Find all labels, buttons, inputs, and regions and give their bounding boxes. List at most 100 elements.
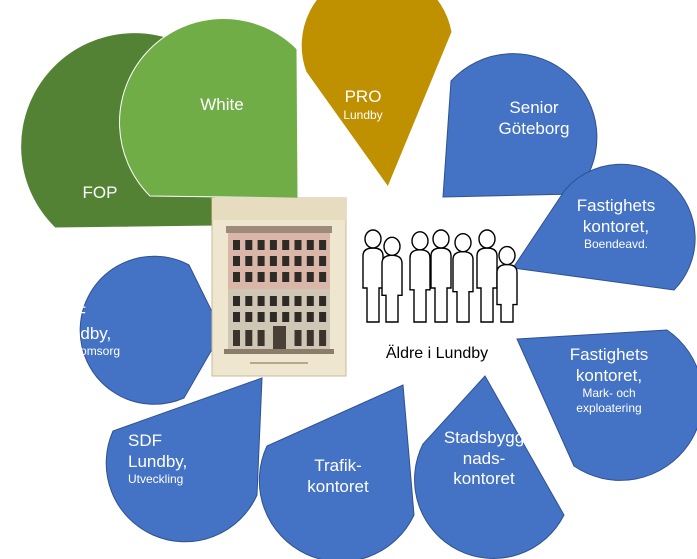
facade-window bbox=[319, 272, 327, 282]
facade-window bbox=[306, 272, 314, 282]
facade-ground-window bbox=[233, 330, 240, 346]
fast-boende-line2: kontoret, bbox=[582, 216, 650, 236]
trafik-line2: kontoret bbox=[307, 476, 369, 496]
facade-window bbox=[282, 240, 290, 250]
facade-window bbox=[233, 256, 240, 266]
petal-trafik bbox=[258, 384, 415, 559]
facade-window bbox=[282, 312, 290, 322]
facade-window bbox=[245, 240, 253, 250]
fop-line1: FOP bbox=[82, 183, 118, 202]
facade-window bbox=[245, 272, 253, 282]
facade-window bbox=[269, 240, 277, 250]
facade-window bbox=[319, 312, 327, 322]
label-fast-mark: Fastighets kontoret, Mark- och exploater… bbox=[556, 345, 662, 416]
facade-window bbox=[269, 272, 277, 282]
fast-mark-line2: kontoret, bbox=[575, 365, 643, 385]
sdf-utv-line2: Lundby, bbox=[128, 451, 188, 471]
stadsbygg-line2: nads- bbox=[462, 448, 506, 468]
pro-line1: PRO bbox=[344, 87, 382, 106]
fast-mark-line1: Fastighets bbox=[569, 345, 649, 364]
person-head bbox=[478, 229, 496, 249]
person-head bbox=[454, 232, 472, 253]
person-body bbox=[496, 263, 518, 323]
person-head bbox=[432, 229, 450, 249]
facade-window bbox=[269, 256, 277, 266]
facade-window bbox=[282, 296, 290, 306]
facade-window bbox=[306, 256, 314, 266]
facade-window bbox=[294, 296, 302, 306]
label-fop: FOP bbox=[54, 183, 146, 204]
facade-entrance bbox=[273, 326, 286, 349]
facade-base bbox=[224, 349, 334, 354]
label-stadsbygg: Stadsbygg nads- kontoret bbox=[437, 428, 531, 490]
facade-window bbox=[257, 296, 265, 306]
facade-ground-window bbox=[306, 330, 314, 346]
center-label: Äldre i Lundby bbox=[385, 345, 489, 362]
facade-window bbox=[233, 272, 240, 282]
facade-window bbox=[306, 240, 314, 250]
trafik-line1: Trafik- bbox=[314, 456, 362, 475]
petal-senior bbox=[442, 53, 598, 198]
drawing-caption-line bbox=[250, 362, 308, 364]
person-body bbox=[430, 247, 452, 323]
sdf-aldre-line2: Lundby, bbox=[52, 323, 112, 343]
facade-windows bbox=[233, 240, 327, 346]
facade-window bbox=[294, 272, 302, 282]
person-head bbox=[383, 236, 401, 257]
petal-pro bbox=[300, 0, 453, 189]
petal-white bbox=[119, 18, 299, 199]
label-sdf-aldre: SDF Lundby, Äldreomsorg bbox=[52, 303, 152, 359]
facade-window bbox=[319, 256, 327, 266]
facade-window bbox=[282, 256, 290, 266]
petal-fast-boende bbox=[512, 163, 696, 291]
facade-window bbox=[269, 296, 277, 306]
petal-sdf-utv bbox=[105, 377, 263, 543]
person-body bbox=[381, 254, 403, 323]
facade-window bbox=[257, 312, 265, 322]
fast-boende-line3: Boendeavd. bbox=[583, 237, 649, 252]
facade-window bbox=[319, 296, 327, 306]
facade-window bbox=[233, 296, 240, 306]
petal-stadsbygg bbox=[414, 375, 565, 559]
building-facade-drawing bbox=[211, 197, 347, 377]
person-body bbox=[452, 250, 474, 323]
facade-window bbox=[294, 256, 302, 266]
facade-window bbox=[306, 296, 314, 306]
person-head bbox=[364, 229, 382, 249]
pro-line2: Lundby bbox=[343, 107, 383, 122]
sdf-aldre-line1: SDF bbox=[52, 303, 86, 322]
facade-window bbox=[257, 272, 265, 282]
facade-window bbox=[294, 240, 302, 250]
label-trafik: Trafik- kontoret bbox=[292, 456, 384, 497]
white-line1: White bbox=[200, 95, 244, 114]
senior-line2: Göteborg bbox=[498, 118, 570, 138]
drawing-paper-stain bbox=[212, 198, 346, 220]
facade-window bbox=[245, 296, 253, 306]
facade-window bbox=[319, 240, 327, 250]
facade-ground-window bbox=[319, 330, 327, 346]
facade-ground-window bbox=[257, 330, 265, 346]
petal-sdf-aldre bbox=[79, 255, 223, 405]
petal-fast-mark bbox=[516, 329, 697, 481]
facade-cornice bbox=[226, 226, 332, 233]
facade-window bbox=[282, 272, 290, 282]
sdf-utv-line1: SDF bbox=[128, 431, 162, 450]
stadsbygg-line3: kontoret bbox=[453, 469, 515, 489]
facade-window bbox=[233, 240, 240, 250]
person-head bbox=[498, 245, 516, 266]
people-silhouettes-icon bbox=[362, 229, 518, 323]
facade-window bbox=[245, 312, 253, 322]
sdf-aldre-line3: Äldreomsorg bbox=[52, 344, 121, 359]
facade-window bbox=[245, 256, 253, 266]
person-body bbox=[409, 249, 431, 323]
facade-ground-window bbox=[294, 330, 302, 346]
facade-window bbox=[233, 312, 240, 322]
fast-mark-line3: Mark- och bbox=[582, 386, 636, 401]
label-senior: Senior Göteborg bbox=[488, 98, 580, 139]
person-head bbox=[411, 231, 429, 251]
facade-window bbox=[269, 312, 277, 322]
facade-window bbox=[306, 312, 314, 322]
stadsbygg-line1: Stadsbygg bbox=[443, 428, 525, 447]
